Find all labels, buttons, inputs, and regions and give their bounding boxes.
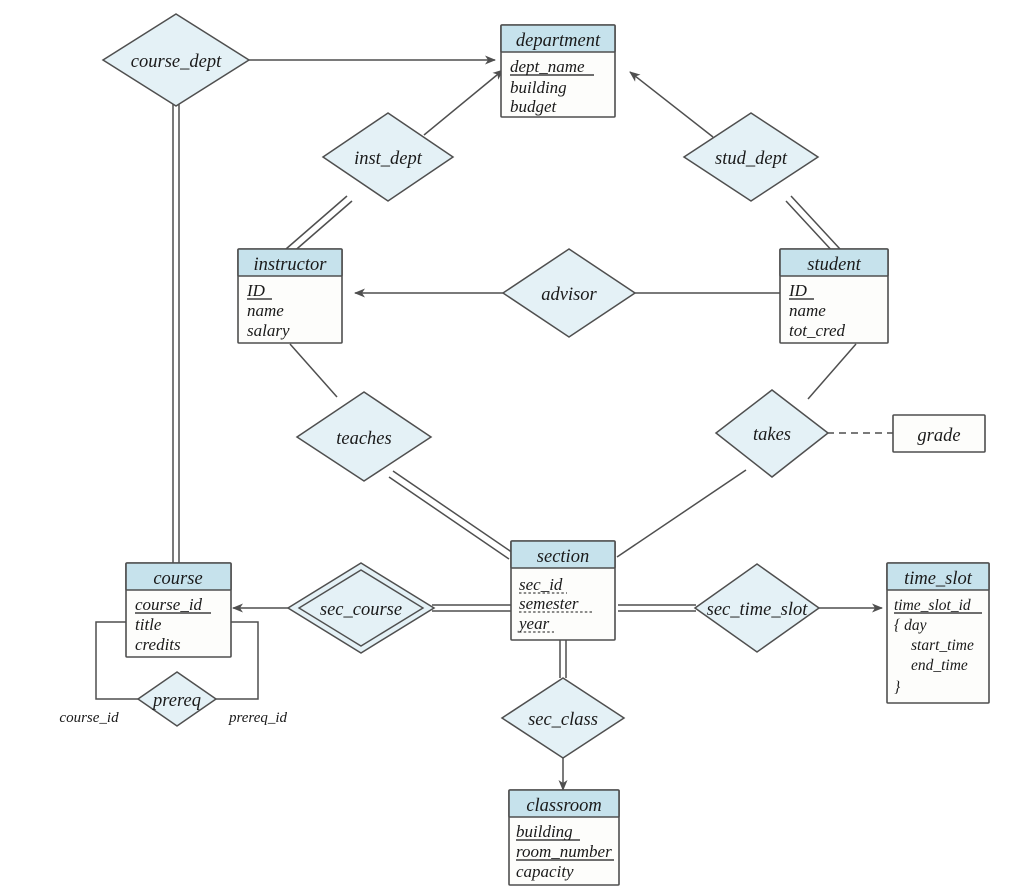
attribute-time-slot-id: time_slot_id (894, 597, 971, 614)
edge-teaches-to-section-a (392, 470, 514, 554)
edge-layer (95, 55, 893, 791)
edge-stud-dept-to-department (629, 71, 714, 138)
entity-instructor[interactable]: instructor ID name salary (237, 248, 343, 344)
attribute-year: year (517, 614, 550, 633)
entity-section[interactable]: section sec_id semester year (510, 540, 616, 641)
attribute-student-id: ID (788, 281, 808, 300)
attribute-grade[interactable]: grade (892, 414, 986, 453)
relationship-sec-course[interactable]: sec_course (286, 562, 436, 654)
attribute-title: title (135, 615, 162, 634)
attribute-budget: budget (510, 97, 558, 116)
entity-department-title: department (516, 31, 601, 51)
relationship-takes-label: takes (753, 425, 791, 445)
entity-section-title: section (537, 547, 589, 567)
relationship-stud-dept[interactable]: stud_dept (682, 112, 820, 202)
entity-course-title: course (153, 569, 202, 589)
attribute-day: { day (894, 617, 927, 634)
edge-takes-to-section (616, 469, 747, 558)
attribute-instructor-id: ID (246, 281, 266, 300)
relationship-sec-class[interactable]: sec_class (500, 677, 626, 759)
relationship-teaches-label: teaches (336, 429, 391, 449)
entity-student[interactable]: student ID name tot_cred (779, 248, 889, 344)
role-label-course-id: course_id (59, 710, 119, 726)
attribute-sec-id: sec_id (519, 575, 563, 594)
entity-student-title: student (807, 255, 861, 275)
entity-classroom[interactable]: classroom building room_number capacity (508, 789, 620, 886)
attribute-salary: salary (247, 321, 290, 340)
attribute-building: building (510, 78, 567, 97)
attribute-credits: credits (135, 635, 181, 654)
relationship-course-dept-label: course_dept (131, 52, 222, 72)
edge-prereq-to-course-left (95, 621, 138, 700)
attribute-classroom-building: building (516, 822, 573, 841)
edge-takes-to-student (807, 343, 857, 400)
attribute-dept-name: dept_name (510, 57, 585, 76)
role-label-prereq-id: prereq_id (228, 710, 288, 726)
relationship-takes[interactable]: takes (714, 389, 830, 478)
edge-teaches-to-section-b (388, 476, 510, 560)
attribute-grade-label: grade (917, 426, 960, 446)
attribute-instructor-name: name (247, 301, 284, 320)
relationship-sec-time-slot-label: sec_time_slot (707, 600, 809, 620)
attribute-student-name: name (789, 301, 826, 320)
relationship-stud-dept-label: stud_dept (715, 149, 788, 169)
entity-time-slot[interactable]: time_slot time_slot_id { day start_time … (886, 562, 990, 704)
relationship-sec-time-slot[interactable]: sec_time_slot (693, 563, 821, 653)
relationship-inst-dept[interactable]: inst_dept (321, 112, 455, 202)
entity-time-slot-title: time_slot (904, 569, 973, 589)
relationship-sec-course-label: sec_course (320, 600, 402, 620)
edge-teaches-to-instructor (289, 343, 338, 398)
relationship-course-dept[interactable]: course_dept (101, 13, 251, 107)
edge-inst-dept-to-instructor-a (285, 195, 348, 250)
attribute-multivalued-close: } (894, 679, 901, 696)
attribute-end-time: end_time (911, 657, 968, 674)
attribute-start-time: start_time (911, 637, 974, 654)
edge-prereq-to-course-right (215, 621, 259, 700)
attribute-capacity: capacity (516, 862, 574, 881)
entity-instructor-title: instructor (254, 255, 328, 275)
edge-inst-dept-to-department (423, 69, 504, 136)
relationship-prereq-label: prereq (151, 691, 201, 711)
entity-classroom-title: classroom (526, 796, 601, 816)
relationship-inst-dept-label: inst_dept (354, 149, 423, 169)
relationship-teaches[interactable]: teaches (295, 391, 433, 482)
entity-department[interactable]: department dept_name building budget (500, 24, 616, 118)
relationship-advisor-label: advisor (541, 285, 597, 305)
edge-stud-dept-to-student-a (790, 195, 841, 250)
entity-course[interactable]: course course_id title credits (125, 562, 232, 658)
attribute-room-number: room_number (516, 842, 612, 861)
edge-stud-dept-to-student-b (785, 200, 836, 255)
relationship-advisor[interactable]: advisor (501, 248, 637, 338)
attribute-course-id: course_id (135, 595, 203, 614)
relationship-sec-class-label: sec_class (528, 710, 598, 730)
relationship-prereq[interactable]: prereq (136, 671, 218, 727)
attribute-tot-cred: tot_cred (789, 321, 846, 340)
edge-inst-dept-to-instructor-b (290, 200, 353, 255)
attribute-semester: semester (519, 594, 579, 613)
